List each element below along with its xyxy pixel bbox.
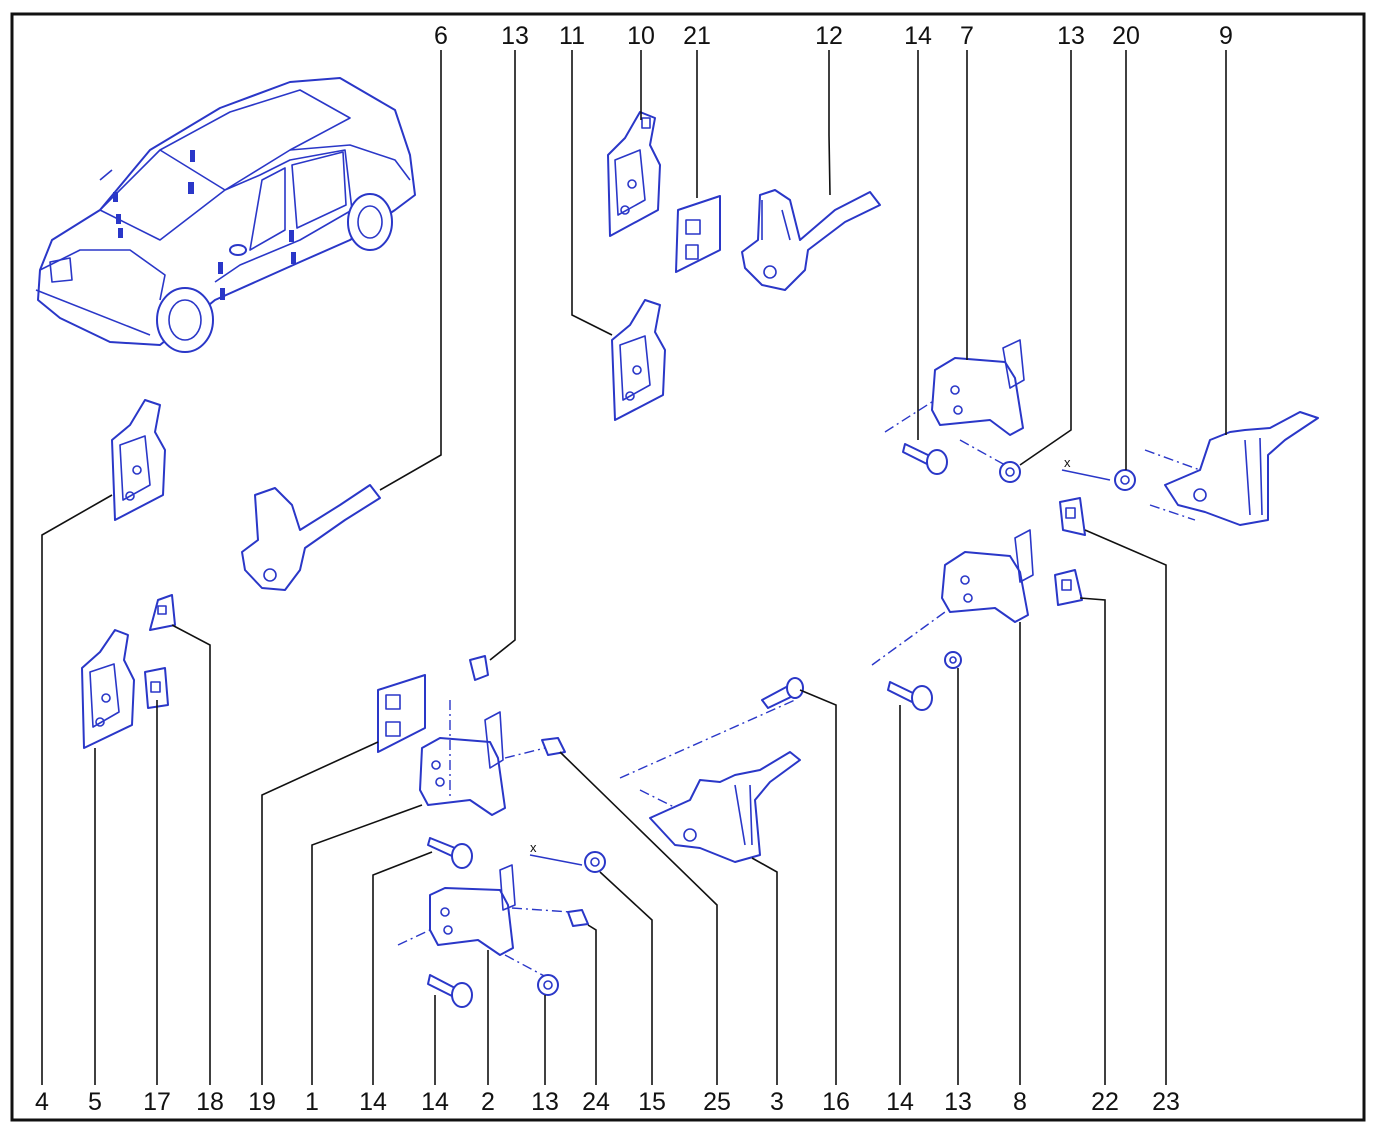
part-19-shim [377,674,426,753]
part-12-door-check [741,189,881,291]
leader-lines [41,50,1227,1085]
part-24-clip [567,909,589,927]
callout-label: 25 [703,1088,731,1116]
callout-label: 4 [35,1088,49,1116]
part-3-door-check [619,699,801,863]
callout-label: 24 [582,1088,610,1116]
part-25-clip [504,737,566,759]
callout-label: 9 [1219,22,1233,50]
callout-label: 12 [815,22,843,50]
diagram-border [10,12,1366,1122]
callout-label: 23 [1152,1088,1180,1116]
callout-label: 19 [248,1088,276,1116]
part-7-hinge [884,339,1025,466]
callout-label: 14 [904,22,932,50]
part-14-bolt-a [427,837,473,869]
callout-label: 21 [683,22,711,50]
x-marker: x [530,840,537,855]
callout-label: 18 [196,1088,224,1116]
part-13-nut-right-lower [944,651,962,669]
callout-label: 22 [1091,1088,1119,1116]
callout-label: 11 [559,22,585,50]
callout-label: 1 [305,1088,319,1116]
callout-label: 2 [481,1088,495,1116]
callout-label: 13 [944,1088,972,1116]
x-marker: x [1064,455,1071,470]
callout-label: 13 [531,1088,559,1116]
part-16-screw [761,677,804,709]
part-17-shim [144,667,169,709]
part-9-door-check [1144,411,1319,526]
part-15-nut: x [529,840,606,873]
car-illustration [35,77,416,353]
part-2-hinge [397,864,571,979]
part-11-hinge [611,299,666,421]
callout-label: 10 [627,22,655,50]
part-18-shim [149,594,176,631]
part-6-door-check [241,484,381,591]
part-4-hinge [111,399,166,521]
callout-label: 8 [1013,1088,1027,1116]
part-14-bolt-b [427,974,473,1008]
callout-label: 15 [638,1088,666,1116]
callout-label: 13 [501,22,529,50]
part-23-shim [1059,497,1086,536]
callout-label: 14 [886,1088,914,1116]
part-14-bolt-d [887,681,933,711]
part-22-shim [1054,569,1083,606]
callout-label: 14 [421,1088,449,1116]
callout-label: 13 [1057,22,1085,50]
callouts-top: 6 13 11 10 21 12 14 7 13 20 9 [434,22,1233,50]
callout-label: 6 [434,22,448,50]
callout-label: 14 [359,1088,387,1116]
callouts-bottom: 4 5 17 18 19 1 14 14 2 13 24 15 25 3 16 … [35,1088,1180,1116]
callout-label: 7 [960,22,974,50]
part-21-shim [675,195,721,273]
part-20-nut: x [1061,455,1136,491]
callout-label: 17 [143,1088,171,1116]
part-8-hinge [871,529,1034,666]
part-13-nut-lower [537,974,559,996]
callout-label: 3 [770,1088,784,1116]
callout-label: 16 [822,1088,850,1116]
part-1-hinge [419,655,506,816]
part-14-bolt-c [902,443,948,475]
callout-label: 5 [88,1088,102,1116]
callout-label: 20 [1112,22,1140,50]
part-10-hinge [607,111,661,237]
part-5-hinge [81,629,135,749]
part-13-nut-right [999,461,1021,483]
